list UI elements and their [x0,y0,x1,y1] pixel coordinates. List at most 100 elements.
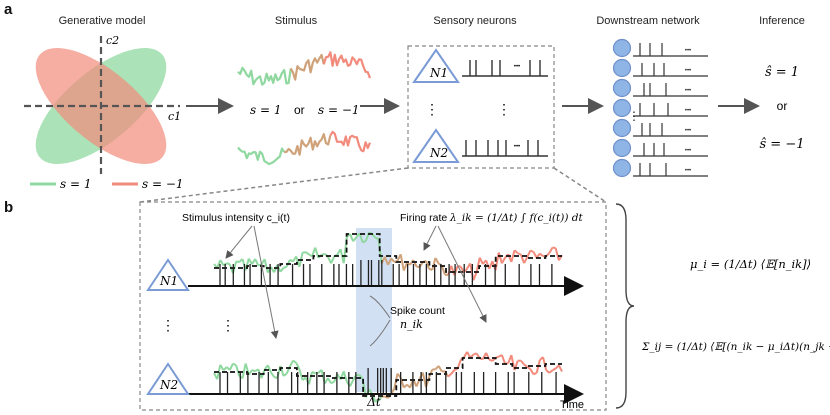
stimulus-trace-bottom [329,130,372,153]
downstream-neuron-circle [612,98,632,118]
title-stimulus: Stimulus [275,15,318,27]
trace-n2-stimulus [500,354,506,365]
trace-n1-stimulus [330,256,336,264]
panel-a-letter: a [4,1,13,18]
trace-n1-stimulus [517,252,522,256]
trace-n2-stimulus [222,366,228,371]
neuron-triangle-icon [146,258,190,291]
inference-or: or [777,99,788,113]
trace-n1-stimulus [279,267,285,273]
stimulus-s-neg: s = −1 [318,103,360,117]
trace-n1-stimulus [314,247,320,259]
stimulus-trace-top [322,51,372,79]
neuron-triangle-icon [412,128,460,163]
panel-b-letter: b [4,199,13,216]
neuron-n2-a: N2 [412,128,460,163]
neuron-n1-a: N1 [412,48,460,83]
trace-n2-stimulus [219,364,225,371]
neuron-triangle-icon [412,48,460,83]
trace-n1-stimulus [485,259,491,270]
trace-n1-stimulus [552,246,556,250]
trace-n2-stimulus [523,363,528,368]
trace-n2-stimulus [311,371,316,375]
neuron-label-n2: N2 [429,146,448,160]
trace-n2-stimulus [270,371,275,378]
trace-n1-stimulus [431,257,437,271]
stimulus-trace-top [289,53,325,81]
trace-n1-stimulus [383,256,389,266]
sensory-spike-trains [462,60,548,157]
downstream-neuron-circle [612,38,632,58]
neuron-label-n1-b: N1 [159,274,178,288]
trace-n1-stimulus [478,257,484,265]
pointer-spike-count-n2 [369,319,391,347]
trace-n2-stimulus [384,395,389,399]
trace-n2-stimulus [232,362,237,367]
trace-n2-stimulus [454,367,458,371]
trace-n2-stimulus [298,369,304,381]
trace-n1-stimulus [459,266,465,273]
trace-n2-stimulus [548,369,554,374]
trace-n1-stimulus [263,258,269,273]
legend-label-s-pos: s = 1 [60,177,91,191]
stimulus-trace-bottom [237,146,286,166]
trace-n2-stimulus [257,368,263,379]
panel-b-frame [139,201,607,411]
trace-n2-stimulus [241,363,247,379]
panel-b-traces [213,231,563,403]
trace-n1-stimulus [526,250,532,258]
mean-rate-equation: μ_i = (1/Δt) ⟨𝔼[n_ik]⟩ [690,257,811,271]
trace-n2-stimulus [235,365,241,377]
inference-s-hat-pos: ŝ = 1 [765,65,799,80]
trace-n2-stimulus [247,369,253,376]
trace-n1-stimulus [434,257,440,265]
axis-label-c1: c1 [168,110,181,123]
time-axis-label: Time [560,399,584,411]
trace-n1-stimulus [472,271,478,281]
trace-n1-stimulus [390,257,396,263]
delta-t-highlight [356,228,392,392]
trace-n2-stimulus [374,399,379,403]
neuron-ellipsis-center: ⋮ [497,101,511,117]
trace-n1-stimulus [539,252,544,257]
axis-label-c2: c2 [106,34,119,47]
firing-rate-equation: λ_ik = (1/Δt) ∫ f(c_i(t)) dt [449,212,583,224]
trace-n1-stimulus [219,259,225,266]
trace-n1-stimulus [519,254,525,264]
stimulus-trace-top [237,66,292,86]
trace-n1-stimulus [216,259,222,269]
trace-n2-firing-rate [214,357,562,397]
trace-n2-stimulus [327,377,332,384]
pointer-intensity-n1 [225,225,253,259]
legend-label-s-neg: s = −1 [142,177,184,191]
trace-n2-stimulus [526,365,531,370]
trace-n1-stimulus [406,262,411,266]
trace-n1-stimulus [475,257,481,273]
trace-n1-stimulus [529,249,534,253]
pointer-intensity-n2 [253,225,279,339]
delta-t-label: Δt [366,395,381,409]
neuron-label-n2-b: N2 [159,378,178,392]
zoom-connector-left [139,167,409,203]
title-generative-model: Generative model [59,15,146,27]
pointer-firing-rate-n1 [423,225,437,251]
trace-n2-stimulus [358,374,364,380]
label-stimulus-intensity: Stimulus intensity c_i(t) [182,212,290,224]
pointer-firing-rate-n2 [437,225,487,323]
trace-n1-stimulus [402,262,408,271]
trace-n2-stimulus [330,380,335,385]
trace-n2-stimulus [488,358,493,362]
trace-n1-stimulus [362,240,367,244]
downstream-neuron-circle [612,78,632,98]
downstream-spike-dots: ••• [685,168,691,174]
trace-n1-stimulus [554,247,560,261]
trace-n1-stimulus [352,236,358,242]
spike-count-symbol: n_ik [400,318,423,331]
trace-n1-stimulus [399,254,405,271]
trace-n2-stimulus [552,367,557,372]
spike-dots-n2: ••• [514,144,520,150]
downstream-neuron-circle [612,118,632,138]
trace-n2-stimulus [466,351,472,359]
trace-n2-stimulus [437,365,443,372]
trace-n2-stimulus [295,362,301,370]
